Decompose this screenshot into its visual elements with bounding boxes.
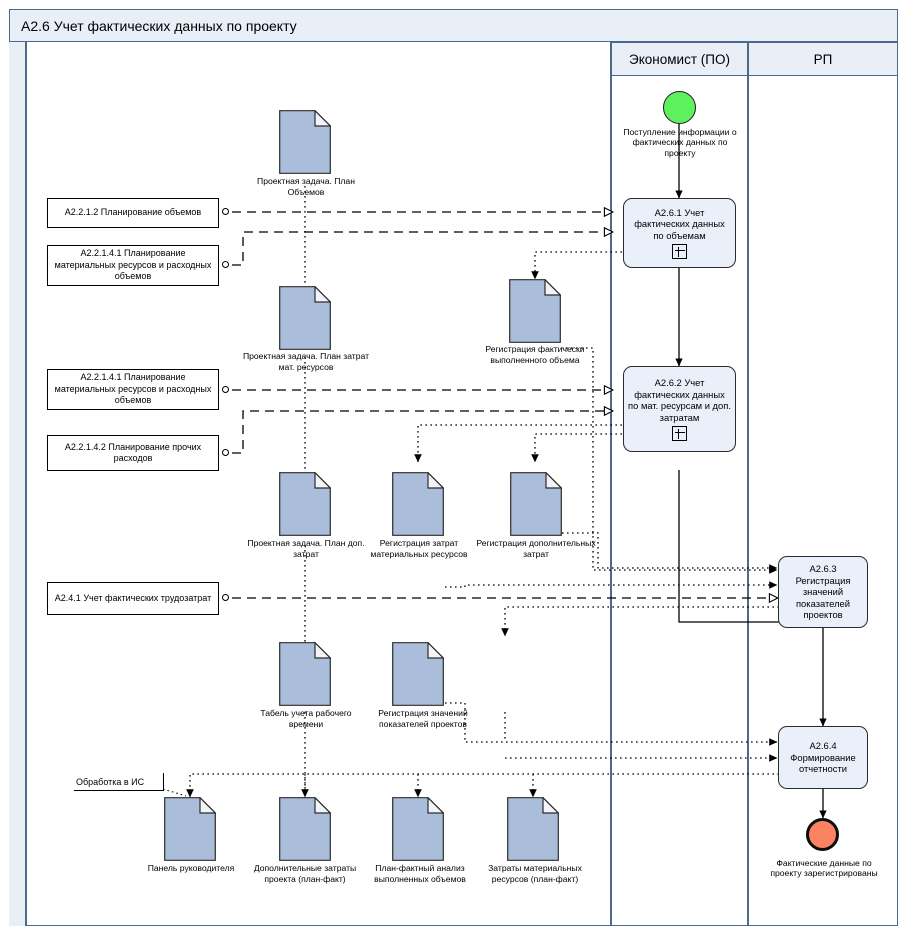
- data-object-d2-label: Проектная задача. План затрат мат. ресур…: [242, 351, 370, 372]
- reference-box-a241-label: A2.4.1 Учет фактических трудозатрат: [54, 592, 212, 603]
- reference-box-a22142-label: A2.2.1.4.2 Планирование прочих расходов: [64, 441, 202, 464]
- data-object-d4-label: Проектная задача. План доп. затрат: [247, 538, 365, 559]
- data-object-d3[interactable]: [509, 279, 561, 343]
- subprocess-plus-icon[interactable]: [672, 244, 687, 260]
- data-object-d4[interactable]: [279, 472, 331, 536]
- data-object-d11-label: План-фактный анализ выполненных объемов: [374, 863, 466, 884]
- task-a261-label: A2.6.1 Учет фактических данных по объема…: [634, 206, 725, 241]
- data-object-d6[interactable]: [510, 472, 562, 536]
- reference-box-a22142[interactable]: A2.2.1.4.2 Планирование прочих расходов: [47, 435, 219, 471]
- data-object-d12[interactable]: [507, 797, 559, 861]
- subprocess-plus-icon[interactable]: [672, 426, 687, 441]
- start-event-icon: [663, 91, 696, 124]
- reference-box-a22141-a-label: A2.2.1.4.1 Планирование материальных рес…: [54, 248, 212, 282]
- task-a261[interactable]: A2.6.1 Учет фактических данных по объема…: [623, 198, 736, 268]
- task-a262-label: A2.6.2 Учет фактических данных по мат. р…: [628, 377, 731, 423]
- data-object-d7-label: Табель учета рабочего времени: [260, 708, 352, 729]
- data-object-d7[interactable]: [279, 642, 331, 706]
- data-object-d8[interactable]: [392, 642, 444, 706]
- pool-title: A2.6 Учет фактических данных по проекту: [9, 9, 898, 42]
- reference-port-icon: [222, 594, 229, 601]
- reference-box-a22141-b[interactable]: A2.2.1.4.1 Планирование материальных рес…: [47, 369, 219, 410]
- data-object-d12-label: Затраты материальных ресурсов (план-факт…: [488, 863, 582, 884]
- task-a262[interactable]: A2.6.2 Учет фактических данных по мат. р…: [623, 366, 736, 452]
- lane-header-rp: РП: [748, 42, 898, 76]
- data-object-d9[interactable]: [164, 797, 216, 861]
- annotation-obrabotka-v-is: Обработка в ИС: [74, 773, 164, 791]
- start-event-label: Поступление информации о фактических дан…: [623, 127, 737, 158]
- lane-label-rp: РП: [813, 51, 833, 67]
- data-object-d10-label: Дополнительные затраты проекта (план-фак…: [253, 863, 357, 884]
- lane-header-economist: Экономист (ПО): [611, 42, 748, 76]
- reference-port-icon: [222, 261, 229, 268]
- lane-rp-body: [748, 76, 898, 926]
- data-object-d3-label: Регистрация фактически выполненного объе…: [485, 344, 585, 365]
- data-object-d5-label: Регистрация затрат материальных ресурсов: [370, 538, 468, 559]
- task-a263-label: A2.6.3 Регистрация значений показателей …: [795, 563, 851, 621]
- reference-box-a241[interactable]: A2.4.1 Учет фактических трудозатрат: [47, 582, 219, 615]
- pool-left-strip: [9, 42, 26, 926]
- data-object-d10[interactable]: [279, 797, 331, 861]
- reference-box-a2212-label: A2.2.1.2 Планирование объемов: [64, 207, 202, 218]
- data-object-d5[interactable]: [392, 472, 444, 536]
- reference-port-icon: [222, 386, 229, 393]
- reference-port-icon: [222, 449, 229, 456]
- data-object-d1-label: Проектная задача. План Объемов: [257, 176, 355, 197]
- data-object-d11[interactable]: [392, 797, 444, 861]
- task-a264-label: A2.6.4 Формирование отчетности: [790, 740, 856, 775]
- task-a263[interactable]: A2.6.3 Регистрация значений показателей …: [778, 556, 868, 628]
- data-object-d1[interactable]: [279, 110, 331, 174]
- reference-box-a2212[interactable]: A2.2.1.2 Планирование объемов: [47, 198, 219, 228]
- reference-box-a22141-a[interactable]: A2.2.1.4.1 Планирование материальных рес…: [47, 245, 219, 286]
- end-event-label: Фактические данные по проекту зарегистри…: [770, 858, 878, 879]
- reference-box-a22141-b-label: A2.2.1.4.1 Планирование материальных рес…: [54, 372, 212, 406]
- data-object-d6-label: Регистрация дополнительных затрат: [476, 538, 596, 559]
- lane-label-economist: Экономист (ПО): [629, 51, 730, 67]
- data-object-d9-label: Панель руководителя: [147, 863, 235, 873]
- reference-port-icon: [222, 208, 229, 215]
- end-event-icon: [806, 818, 839, 851]
- data-object-d2[interactable]: [279, 286, 331, 350]
- data-object-d8-label: Регистрация значений показателей проекто…: [378, 708, 468, 729]
- annotation-obrabotka-v-is-label: Обработка в ИС: [76, 776, 145, 787]
- task-a264[interactable]: A2.6.4 Формирование отчетности: [778, 726, 868, 789]
